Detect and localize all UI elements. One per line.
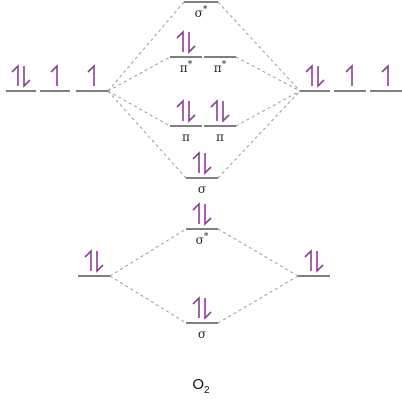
connector-left-2s-0 <box>109 228 187 277</box>
right-2p-1-electron-up <box>345 64 353 86</box>
orbital-labels: σ* π* π* π π σ σ* σ <box>180 5 227 341</box>
mo-3-electron-up <box>176 99 184 121</box>
left-2p-0-electron-up <box>11 64 19 86</box>
connector-left-2p-0 <box>107 1 185 92</box>
connector-left-2p-1 <box>107 56 171 92</box>
connector-right-2p-1 <box>235 56 301 92</box>
mo-7-electron-down <box>204 298 212 320</box>
right-2p-0-electron-up <box>305 64 313 86</box>
connector-right-2p-2 <box>235 90 301 127</box>
connector-left-2p-3 <box>107 90 187 179</box>
mo-5-electron-up <box>192 151 200 173</box>
connector-right-2p-3 <box>217 90 301 179</box>
mo-label-7: σ <box>198 327 206 341</box>
connector-left-2p-2 <box>107 90 171 127</box>
left-2p-1-electron-up <box>50 64 58 86</box>
connector-left-2s-1 <box>109 275 187 324</box>
right-2p-2-electron-up <box>381 64 389 86</box>
mo-7-electron-up <box>192 296 200 318</box>
mo-6-electron-down <box>204 204 212 226</box>
mo-label-6: σ* <box>196 232 209 247</box>
left-2p-2-electron-up <box>87 64 95 86</box>
mo-label-5: σ <box>198 182 206 196</box>
mo-label-1: π* <box>180 60 193 75</box>
energy-levels <box>6 1 402 324</box>
left-2p-0-electron-down <box>23 66 31 88</box>
left-2s-electron-down <box>96 251 104 273</box>
connector-right-2s-1 <box>217 275 299 324</box>
mo-label-4: π <box>216 130 224 144</box>
mo-label-3: π <box>182 130 190 144</box>
right-2p-0-electron-down <box>317 66 325 88</box>
mo-label-0: σ* <box>195 5 208 20</box>
mo-5-electron-down <box>204 153 212 175</box>
mo-1-electron-up <box>176 30 184 52</box>
connector-lines <box>107 1 301 324</box>
right-2s-electron-down <box>316 251 324 273</box>
left-2s-electron-up <box>84 249 92 271</box>
mo-3-electron-down <box>188 101 196 123</box>
mo-4-electron-down <box>222 101 230 123</box>
mo-label-2: π* <box>214 60 227 75</box>
electron-arrows <box>11 30 389 320</box>
connector-right-2p-0 <box>217 1 301 92</box>
molecule-label: O2 <box>192 376 210 396</box>
mo-4-electron-up <box>210 99 218 121</box>
right-2s-electron-up <box>304 249 312 271</box>
mo-6-electron-up <box>192 202 200 224</box>
connector-right-2s-0 <box>217 228 299 277</box>
mo-1-electron-down <box>188 32 196 54</box>
